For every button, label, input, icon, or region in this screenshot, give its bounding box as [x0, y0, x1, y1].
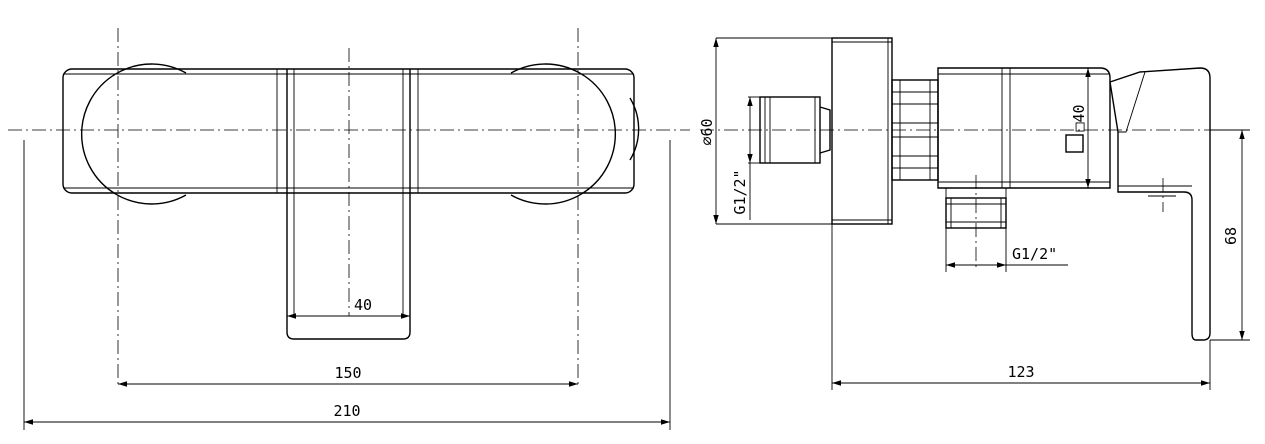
rosette-inner-ring: [629, 97, 640, 161]
dimension-inlet-thread: G1/2": [731, 96, 760, 220]
dimension-body-square: □40: [1070, 68, 1091, 188]
lever-handle: [286, 69, 411, 340]
dimension-label-210: 210: [333, 402, 360, 420]
dimension-outlet-thread: G1/2": [945, 228, 1068, 272]
dimension-overall-width: 210: [23, 140, 671, 430]
inlet-thread-stub: [759, 96, 831, 164]
dimension-label-123: 123: [1007, 363, 1034, 381]
square-symbol: [1065, 134, 1084, 153]
left-rosette: [80, 63, 187, 205]
dimension-inlet-spacing: 150: [118, 364, 578, 387]
dimension-handle-width: 40: [287, 296, 410, 319]
side-view: ⌀60 G1/2" G1/2" □40 68: [698, 37, 1250, 390]
dimension-handle-height: 68: [1210, 129, 1250, 341]
dimension-label-inlet-g12: G1/2": [731, 169, 749, 214]
wall-rosette: [831, 37, 893, 225]
dimension-label-68: 68: [1222, 227, 1240, 245]
dimension-label-d60: ⌀60: [698, 118, 716, 145]
side-mixer-body: [937, 67, 1111, 189]
dimension-label-40: 40: [354, 296, 372, 314]
mixer-body: [62, 68, 635, 194]
front-view: 40 150 210: [8, 28, 690, 430]
handle-bevel: [1118, 71, 1146, 133]
dimension-overall-depth: 123: [831, 224, 1211, 390]
dimension-label-outlet-g12: G1/2": [1012, 245, 1057, 263]
dimension-label-sq40: □40: [1070, 104, 1088, 131]
right-rosette: [510, 63, 617, 205]
side-lever-handle: [1109, 67, 1211, 341]
dimension-rosette-diameter: ⌀60: [698, 38, 719, 224]
dimension-label-150: 150: [334, 364, 361, 382]
